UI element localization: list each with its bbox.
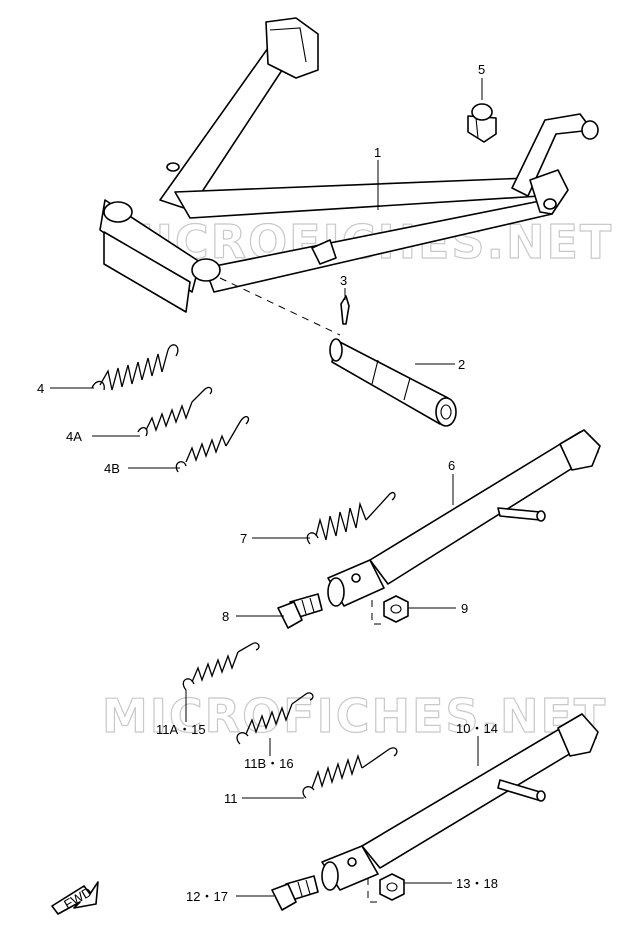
callout-11b-16: 11B・16 — [244, 756, 294, 771]
pivot-shaft — [329, 338, 457, 427]
spring-7 — [306, 492, 396, 545]
bolt-12-17 — [271, 875, 319, 911]
callout-5: 5 — [478, 62, 485, 77]
nut-9 — [371, 595, 409, 625]
shaft-axis-line — [219, 277, 341, 336]
callout-1: 1 — [374, 145, 381, 160]
side-stand — [327, 429, 601, 607]
leader-lines — [50, 78, 483, 897]
spring-4a — [137, 386, 213, 437]
callout-10-14: 10・14 — [456, 721, 498, 736]
callout-4b: 4B — [104, 461, 120, 476]
callout-8: 8 — [222, 609, 229, 624]
spring-11a — [182, 642, 260, 691]
callout-11a-15: 11A・15 — [156, 722, 206, 737]
callout-11: 11 — [224, 791, 238, 806]
callout-2: 2 — [458, 357, 465, 372]
fwd-arrow-icon: FWD — [51, 881, 99, 915]
spring-11b — [236, 692, 314, 745]
callout-6: 6 — [448, 458, 455, 473]
callout-13-18: 13・18 — [456, 876, 498, 891]
callout-4: 4 — [37, 381, 44, 396]
spring-4b — [175, 416, 250, 473]
callout-3: 3 — [340, 273, 347, 288]
side-stand-variant — [321, 713, 599, 891]
callout-9: 9 — [461, 601, 468, 616]
cap-nut — [467, 103, 497, 143]
spring-11 — [302, 747, 398, 799]
bolt-8 — [277, 593, 323, 629]
center-stand-frame — [99, 17, 599, 313]
watermark-bottom: MICROFICHES.NET — [102, 689, 607, 743]
callout-labels: 1 2 3 4 4A 4B 5 6 7 8 9 10・14 11 11A・15 … — [37, 62, 498, 904]
cotter-pin — [340, 295, 350, 325]
spring-4 — [91, 344, 179, 391]
nut-13-18 — [367, 873, 405, 903]
callout-7: 7 — [240, 531, 247, 546]
callout-4a: 4A — [66, 429, 82, 444]
callout-12-17: 12・17 — [186, 889, 228, 904]
